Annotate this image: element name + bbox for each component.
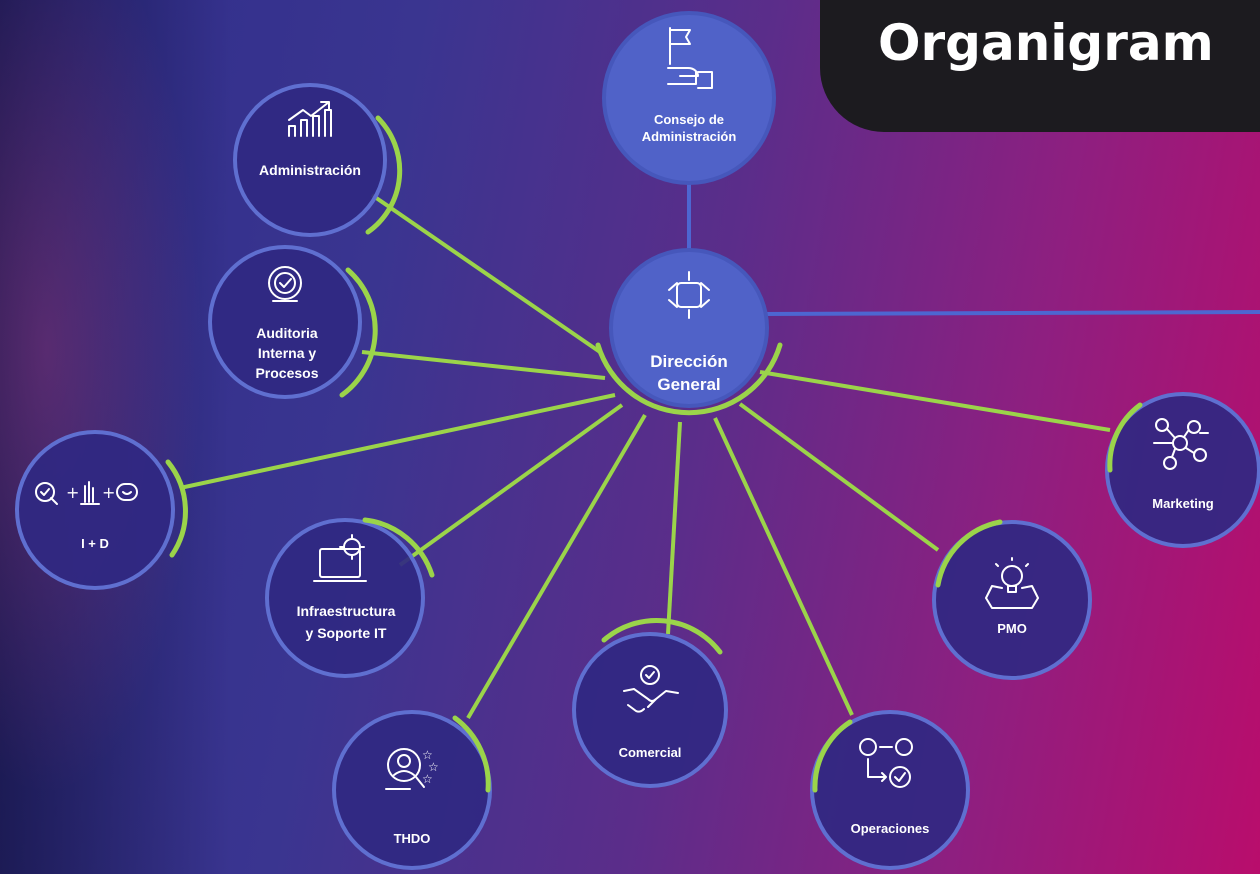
operaciones-label: Operaciones xyxy=(851,821,930,836)
marketing-label: Marketing xyxy=(1152,496,1213,511)
pmo-label: PMO xyxy=(997,621,1027,636)
audit-check-icon xyxy=(268,266,302,302)
consejo-label-line1: Consejo de xyxy=(654,112,724,127)
node-marketing[interactable]: Marketing xyxy=(1105,392,1260,548)
link-infraestructura xyxy=(398,403,624,567)
link-id xyxy=(179,393,616,490)
node-administracion[interactable]: Administración xyxy=(233,83,403,237)
node-direccion[interactable]: Dirección General xyxy=(595,248,783,416)
node-operaciones[interactable]: Operaciones xyxy=(810,710,970,870)
link-marketing xyxy=(759,370,1111,432)
node-comercial[interactable]: Comercial xyxy=(572,617,728,788)
link-auditoria xyxy=(361,350,606,380)
link-direccion-right xyxy=(759,310,1260,316)
svg-text:☆: ☆ xyxy=(428,760,439,774)
node-id[interactable]: + + I + D xyxy=(15,430,188,590)
svg-text:+: + xyxy=(102,483,115,502)
growth-chart-icon xyxy=(288,101,332,137)
marketing-accent-arc xyxy=(1107,402,1143,473)
svg-text:☆: ☆ xyxy=(422,772,433,786)
direccion-label-line2: General xyxy=(657,375,720,394)
research-icon: + + xyxy=(35,481,138,505)
auditoria-label-line2: Interna y xyxy=(258,345,317,361)
operaciones-accent-arc xyxy=(812,719,853,793)
node-pmo[interactable]: PMO xyxy=(932,519,1092,680)
direccion-accent-arc xyxy=(595,342,783,416)
comercial-accent-arc xyxy=(601,617,723,655)
consejo-label-line2: Administración xyxy=(642,129,737,144)
node-thdo[interactable]: ☆ ☆ ☆ THDO xyxy=(332,710,492,870)
thdo-label: THDO xyxy=(394,831,431,846)
link-operaciones xyxy=(713,417,854,716)
link-administracion xyxy=(370,193,602,354)
svg-text:☆: ☆ xyxy=(422,748,433,762)
link-pmo xyxy=(738,402,940,552)
flag-hand-icon xyxy=(667,27,713,89)
talent-search-icon: ☆ ☆ ☆ xyxy=(385,748,439,790)
gears-flow-icon xyxy=(859,738,913,788)
page-title: Organigram xyxy=(878,14,1214,72)
infraestructura-label-line1: Infraestructura xyxy=(297,603,396,619)
infraestructura-label-line2: y Soporte IT xyxy=(306,625,387,641)
network-people-icon xyxy=(1153,418,1209,470)
auditoria-accent-arc xyxy=(339,267,378,398)
thdo-accent-arc xyxy=(452,715,491,793)
administracion-label: Administración xyxy=(259,162,361,178)
bulb-gear-icon xyxy=(985,557,1039,609)
link-comercial xyxy=(666,421,682,635)
auditoria-label-line3: Procesos xyxy=(255,365,318,381)
svg-text:+: + xyxy=(66,483,79,502)
direccion-label-line1: Dirección xyxy=(650,352,727,371)
comercial-label: Comercial xyxy=(619,745,682,760)
node-auditoria[interactable]: Auditoria Interna y Procesos xyxy=(208,245,378,399)
node-infraestructura[interactable]: Infraestructura y Soporte IT xyxy=(265,517,435,678)
administracion-accent-arc xyxy=(365,115,403,235)
id-accent-arc xyxy=(165,459,188,558)
hands-circle-icon xyxy=(668,271,710,319)
infraestructura-accent-arc xyxy=(362,517,435,578)
auditoria-label-line1: Auditoria xyxy=(256,325,318,341)
title-banner: Organigram xyxy=(820,0,1260,132)
node-consejo[interactable]: Consejo de Administración xyxy=(602,11,776,185)
id-label: I + D xyxy=(81,536,109,551)
link-thdo xyxy=(466,413,647,720)
pmo-accent-arc xyxy=(935,519,1003,588)
handshake-icon xyxy=(623,665,679,713)
laptop-gear-icon xyxy=(313,534,367,582)
